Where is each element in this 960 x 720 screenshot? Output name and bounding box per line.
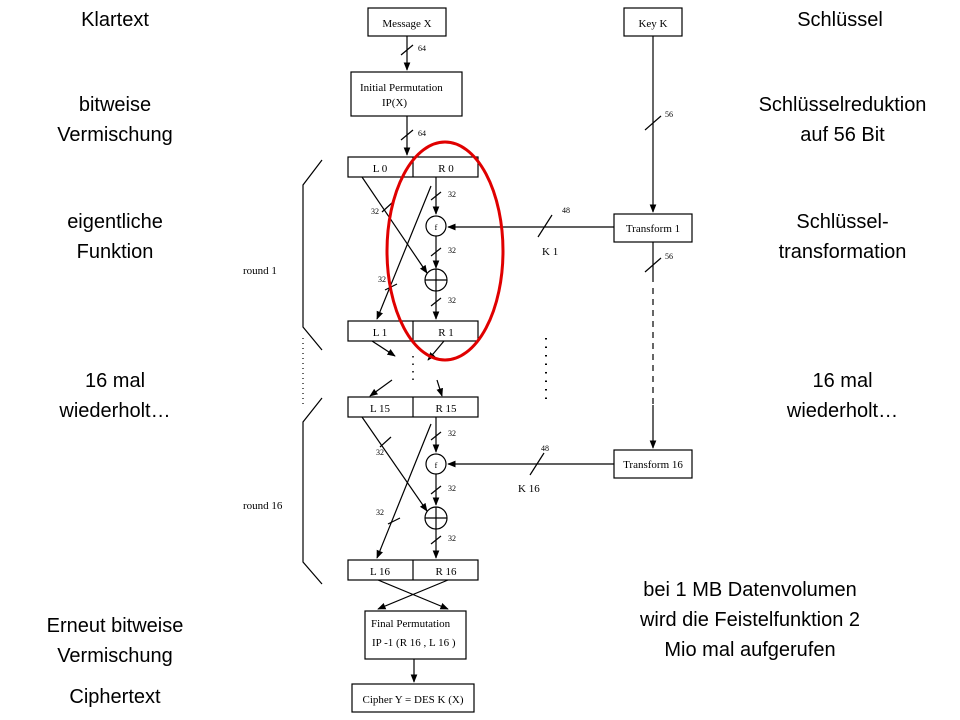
- final-permutation-formula: IP -1 (R 16 , L 16 ): [372, 637, 456, 649]
- l15-in: [369, 379, 393, 397]
- r0-text: R 0: [438, 163, 454, 175]
- key-text: Key K: [638, 18, 667, 30]
- cipher-box: [351, 683, 475, 713]
- k1-label: K 1: [542, 246, 558, 258]
- tick: [430, 247, 442, 257]
- transform16-box: [613, 449, 693, 479]
- bracket-round1: [302, 159, 323, 351]
- tick: [400, 44, 414, 56]
- label-line: Schlüssel-: [796, 211, 889, 233]
- tick: [430, 485, 442, 495]
- tick: [430, 535, 442, 545]
- r1-text: R 1: [438, 327, 454, 339]
- bits-32-label: 32: [448, 246, 456, 255]
- label-ciphertext: Ciphertext: [69, 686, 161, 708]
- tick: [387, 517, 401, 525]
- label-line: Erneut bitweise: [46, 615, 184, 637]
- tick: [644, 115, 662, 131]
- bracket-round16: [302, 397, 323, 585]
- bits-32-label: 32: [448, 296, 456, 305]
- bits-32-label: 32: [448, 484, 456, 493]
- bits-32-label: 32: [448, 190, 456, 199]
- message-box: [367, 7, 447, 37]
- tick: [430, 431, 442, 441]
- bits-32-label: 32: [378, 275, 386, 284]
- l15-to-xor: [361, 416, 428, 512]
- label-line: transformation: [778, 241, 907, 263]
- tick: [400, 129, 414, 141]
- bits-64-label: 64: [418, 129, 426, 138]
- f-text: f: [435, 223, 438, 232]
- label-line: bei 1 MB Datenvolumen: [643, 579, 857, 601]
- r15-text: R 15: [435, 403, 457, 415]
- label-line: 16 mal: [84, 370, 146, 392]
- l16-text: L 16: [370, 566, 391, 578]
- cipher-text: Cipher Y = DES K (X): [362, 694, 463, 706]
- label-erneut-vermischung: Erneut bitweise Vermischung: [15, 611, 215, 671]
- l1-text: L 1: [373, 327, 388, 339]
- tick: [430, 191, 442, 201]
- tick: [529, 452, 545, 476]
- message-text: Message X: [382, 18, 431, 30]
- label-16-mal-rechts: 16 mal wiederholt…: [760, 366, 925, 426]
- label-schluesseltransformation: Schlüssel- transformation: [740, 207, 945, 267]
- label-line: 16 mal: [812, 370, 873, 392]
- label-schluessel: Schlüssel: [797, 9, 883, 31]
- bits-32-label: 32: [448, 534, 456, 543]
- label-line: Funktion: [76, 241, 154, 263]
- label-line: Vermischung: [57, 645, 173, 667]
- r0-to-l1: [376, 185, 432, 320]
- label-line: bitweise: [78, 94, 152, 116]
- label-schluesselreduktion: Schlüsselreduktion auf 56 Bit: [735, 90, 950, 150]
- tick: [537, 214, 553, 238]
- initial-permutation-formula: IP(X): [382, 97, 407, 109]
- label-line: Mio mal aufgerufen: [664, 639, 836, 661]
- l0-to-xor: [361, 176, 428, 274]
- tick: [430, 297, 442, 307]
- label-bitweise-vermischung: bitweise Vermischung: [25, 90, 205, 150]
- bits-64-label: 64: [418, 44, 426, 53]
- bits-56-label: 56: [665, 110, 673, 119]
- label-16-mal-links: 16 mal wiederholt…: [25, 366, 205, 426]
- transform16-text: Transform 16: [623, 459, 683, 471]
- k16-label: K 16: [518, 483, 540, 495]
- f-text: f: [435, 461, 438, 470]
- round1-label: round 1: [243, 265, 277, 277]
- label-hinweis-datenvolumen: bei 1 MB Datenvolumen wird die Feistelfu…: [595, 575, 905, 665]
- final-permutation-title: Final Permutation: [371, 618, 451, 630]
- bits-32-label: 32: [376, 448, 384, 457]
- label-line: eigentliche: [67, 211, 163, 233]
- highlight-ellipse: [385, 140, 505, 362]
- l0-text: L 0: [373, 163, 388, 175]
- label-line: Schlüsselreduktion: [758, 94, 927, 116]
- round16-label: round 16: [243, 500, 283, 512]
- bits-32-label: 32: [448, 429, 456, 438]
- r16-text: R 16: [435, 566, 457, 578]
- label-eigentliche-funktion: eigentliche Funktion: [25, 207, 205, 267]
- bits-32-label: 32: [376, 508, 384, 517]
- initial-permutation-box: [350, 71, 463, 117]
- transform1-text: Transform 1: [626, 223, 680, 235]
- r15-in: [436, 379, 443, 397]
- label-line: wird die Feistelfunktion 2: [639, 609, 861, 631]
- tick: [379, 436, 392, 448]
- r15-to-l16: [376, 423, 432, 559]
- bits-56-label: 56: [665, 252, 673, 261]
- r16-swap: [377, 579, 449, 610]
- label-klartext: Klartext: [81, 9, 149, 31]
- bits-48-label: 48: [541, 444, 549, 453]
- bits-32-label: 32: [371, 207, 379, 216]
- l1-out: [371, 340, 396, 357]
- label-line: Vermischung: [57, 124, 173, 146]
- tick: [644, 257, 662, 273]
- label-line: wiederholt…: [59, 400, 171, 422]
- label-line: auf 56 Bit: [800, 124, 885, 146]
- l15-text: L 15: [370, 403, 391, 415]
- final-permutation-box: [364, 610, 467, 660]
- label-line: wiederholt…: [786, 400, 899, 422]
- bits-48-label: 48: [562, 206, 570, 215]
- initial-permutation-title: Initial Permutation: [360, 82, 443, 94]
